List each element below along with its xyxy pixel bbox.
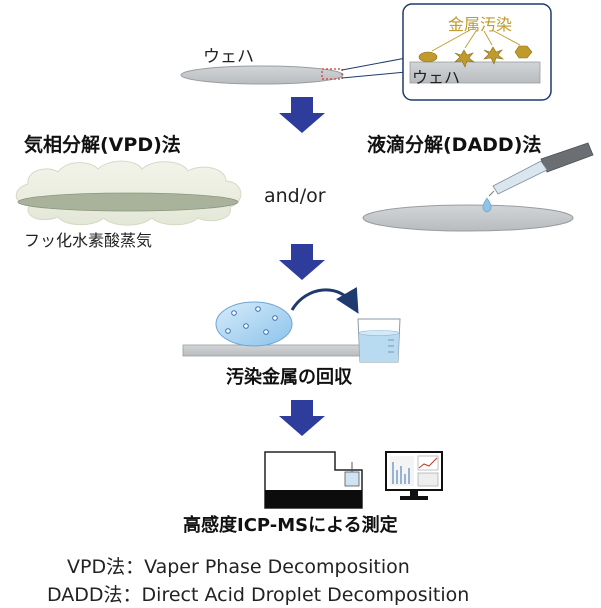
top-wafer [180, 57, 407, 85]
transfer-arrow [290, 286, 359, 314]
dadd-wafer [362, 204, 574, 232]
inset-zoom-box [402, 3, 552, 101]
inset-wafer-label: ウェハ [412, 68, 461, 87]
inset-wafer-slab [409, 61, 541, 84]
down-arrow-2 [279, 244, 325, 280]
flow-arrows [279, 97, 325, 436]
inset-contaminant-label: 金属汚染 [448, 15, 513, 34]
recovery-wafer [182, 344, 364, 357]
contaminant-particles [418, 45, 533, 68]
zoom-region-marker [321, 68, 343, 80]
down-arrow-3 [279, 400, 325, 436]
recovery-label: 汚染金属の回収 [226, 367, 352, 388]
down-arrow-1 [279, 97, 325, 133]
vpd-vapor-cloud [15, 160, 242, 226]
measurement-label: 高感度ICP-MSによる測定 [183, 515, 398, 536]
legend-vpd: VPD法：Vaper Phase Decomposition [67, 556, 410, 578]
and-or-connector: and/or [264, 185, 326, 207]
legend-dadd: DADD法：Direct Acid Droplet Decomposition [47, 584, 470, 606]
acid-droplet [482, 197, 492, 213]
droplet-metal-particles [225, 306, 278, 335]
beaker-icon [357, 318, 401, 363]
pipette-icon [488, 142, 594, 197]
wafer-label: ウェハ [203, 47, 254, 67]
dadd-title: 液滴分解(DADD)法 [367, 134, 542, 156]
recovery-illustration [182, 286, 401, 363]
recovery-droplet [215, 301, 293, 347]
monitor-icon [385, 451, 443, 500]
vpd-wafer [17, 192, 239, 212]
vpd-gas-label: フッ化水素酸蒸気 [24, 231, 153, 250]
contaminant-pointer-lines [431, 29, 521, 52]
vpd-title: 気相分解(VPD)法 [24, 134, 181, 156]
icpms-instrument [264, 451, 363, 509]
dadd-illustration [362, 142, 594, 232]
